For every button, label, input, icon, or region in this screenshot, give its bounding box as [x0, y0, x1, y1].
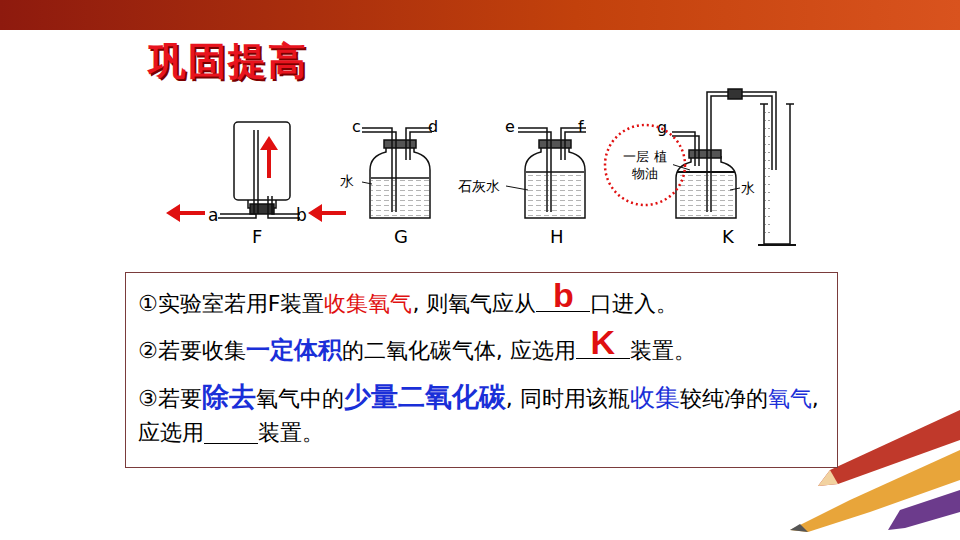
part-label: G [394, 226, 408, 247]
question-text: 较纯净的 [680, 386, 768, 411]
question-box: ①实验室若用F装置收集氧气, 则氧气应从b口进入。②若要收集一定体积的二氧化碳气… [125, 272, 838, 468]
flow-arrow [260, 136, 278, 178]
answer-blank: K [576, 332, 630, 359]
part-label: c [352, 117, 361, 136]
part-label: 水 [340, 173, 354, 191]
flow-arrow [166, 204, 205, 222]
part-label: 石灰水 [458, 178, 500, 196]
question-line: ②若要收集一定体积的二氧化碳气体, 应选用K装置。 [138, 327, 825, 374]
part-label: a [208, 205, 218, 225]
question-text: 收集氧气 [324, 291, 412, 316]
question-text: 除去 [202, 381, 256, 412]
question-text: 氧气中的 [256, 386, 344, 411]
part-label: b [296, 205, 307, 225]
question-text: 装置。 [258, 420, 324, 445]
answer-blank: b [536, 285, 590, 312]
question-text: ①实验室若用F装置 [138, 291, 324, 316]
question-text: 的二氧化碳气体, 应选用 [342, 338, 576, 363]
question-text: ②若要收集 [138, 338, 246, 363]
question-text: b [553, 276, 574, 314]
question-text: K [590, 323, 615, 361]
question-text: 氧气 [768, 386, 812, 411]
answer-blank [204, 417, 258, 444]
question-text: 收集 [630, 383, 680, 412]
leader-line [362, 182, 372, 184]
question-line: ①实验室若用F装置收集氧气, 则氧气应从b口进入。 [138, 281, 825, 327]
question-text: 口进入。 [590, 291, 678, 316]
question-text: , 则氧气应从 [412, 291, 536, 316]
part-label: f [578, 117, 584, 136]
slide-title: 巩固提高 [148, 36, 308, 87]
flow-arrow [308, 204, 346, 222]
leader-line [506, 186, 528, 190]
question-line: ③若要除去氧气中的少量二氧化碳, 同时用该瓶收集较纯净的氧气, 应选用装置。 [138, 380, 825, 450]
part-label: e [505, 117, 515, 136]
part-label: F [252, 226, 262, 247]
apparatus-g [362, 128, 432, 218]
part-label: d [428, 117, 438, 136]
part-label: 水 [741, 180, 755, 198]
part-label: K [722, 226, 734, 247]
apparatus-f [218, 122, 300, 218]
part-label: H [550, 226, 564, 247]
question-text: 一定体积 [246, 336, 342, 364]
top-bar [0, 0, 960, 30]
apparatus-h [518, 128, 586, 218]
question-text: 装置。 [630, 338, 696, 363]
callout-text: 一层 植物油 [617, 148, 673, 182]
question-text: , 同时用该瓶 [506, 386, 630, 411]
apparatus-k [672, 89, 796, 245]
question-text: ③若要 [138, 386, 202, 411]
question-text: 少量二氧化碳 [344, 381, 506, 412]
leader-line [730, 188, 740, 190]
dotted-circle-callout: 一层 植物油 [603, 123, 687, 207]
